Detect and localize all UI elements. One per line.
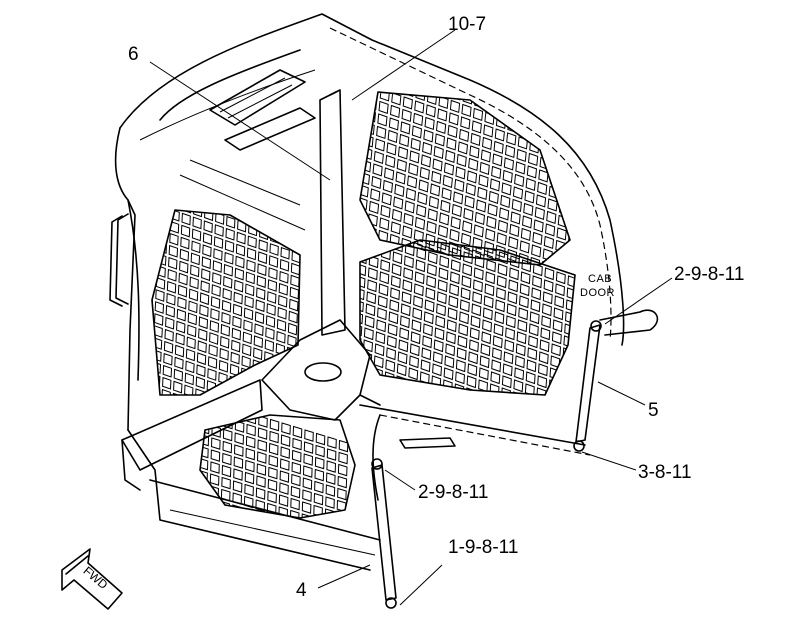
- leader-lines: [149, 29, 673, 606]
- cab-door-label-line1: CAB: [588, 273, 612, 285]
- gas-strut-5: [573, 309, 659, 452]
- fwd-label: FWD: [81, 564, 111, 593]
- callout-2-9-8-11-right: 2-9-8-11: [674, 264, 744, 285]
- cab-frame: [109, 13, 625, 571]
- callout-1-9-8-11: 1-9-8-11: [448, 537, 518, 558]
- callout-10-7: 10-7: [448, 14, 486, 35]
- cab-door-label-line2: DOOR: [580, 287, 615, 299]
- gas-strut-4: [371, 458, 397, 609]
- callout-4: 4: [296, 580, 307, 601]
- callout-3-8-11: 3-8-11: [638, 462, 692, 483]
- center-post: [121, 89, 381, 491]
- callout-2-9-8-11-lower: 2-9-8-11: [418, 482, 488, 503]
- callout-5: 5: [648, 400, 659, 421]
- fwd-arrow-icon: FWD: [61, 548, 123, 610]
- callout-6: 6: [128, 44, 139, 65]
- screen-bottom: [199, 414, 356, 519]
